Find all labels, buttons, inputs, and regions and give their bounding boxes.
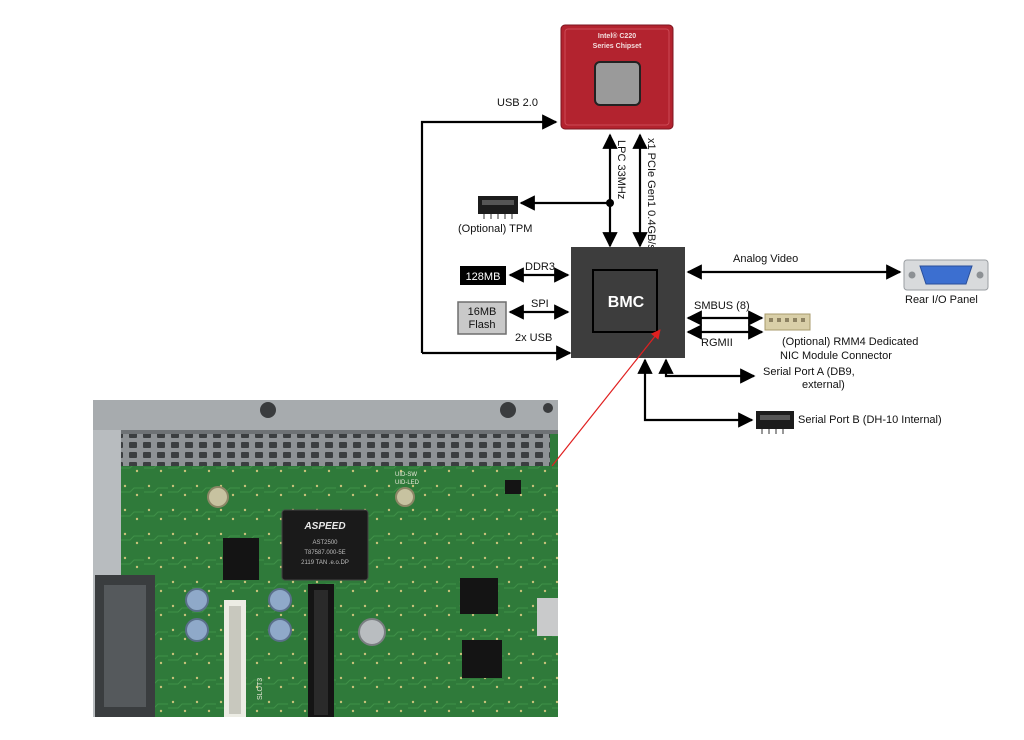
- serial-a-label-line2: external): [802, 379, 845, 391]
- serial-a-link: [658, 358, 756, 384]
- flash-label-line1: 16MB: [468, 306, 497, 318]
- chipset-die: [594, 61, 641, 106]
- usb20-label: USB 2.0: [497, 97, 538, 109]
- analog-video-label: Analog Video: [733, 253, 798, 265]
- tpm-label: (Optional) TPM: [458, 223, 532, 235]
- chip-marking-1: AST2500: [312, 540, 338, 546]
- flash-label-line2: Flash: [469, 319, 496, 331]
- ram-label: 128MB: [466, 271, 501, 283]
- rear-io-label: Rear I/O Panel: [905, 294, 978, 306]
- rmm4-label-line1: (Optional) RMM4 Dedicated: [782, 336, 918, 348]
- chipset-label-line1: Intel® C220: [598, 32, 636, 40]
- bmc-label: BMC: [608, 294, 645, 311]
- smbus-label: SMBUS (8): [694, 300, 750, 312]
- usb20-link: [420, 114, 558, 353]
- rgmii-label: RGMII: [701, 337, 733, 349]
- serial-b-label: Serial Port B (DH-10 Internal): [798, 414, 942, 426]
- chip-marking-2: T87587.000-5E: [304, 550, 345, 556]
- pointer-line: [551, 329, 661, 467]
- aspeed-logo: ASPEED: [303, 521, 345, 532]
- capacitors: [185, 588, 386, 646]
- chipset-label-line2: Series Chipset: [593, 43, 642, 50]
- serial-b-connector: [756, 411, 794, 434]
- chip-marking-3: 2119 TAN .e.o.DP: [301, 560, 349, 566]
- ddr3-label: DDR3: [525, 261, 555, 273]
- pcie-label: x1 PCIe Gen1 0.4GB/s: [645, 138, 657, 250]
- ram-chip: 128MB: [460, 266, 506, 285]
- silk-uid-led: UID-LED: [395, 480, 420, 486]
- motherboard-photo: ASPEED AST2500 T87587.000-5E 2119 TAN .e…: [93, 400, 558, 717]
- chipset-block: Intel® C220 Series Chipset: [560, 24, 674, 130]
- vga-connector: [903, 259, 989, 291]
- spi-label: SPI: [531, 298, 549, 310]
- silk-slot: SLOT3: [257, 678, 264, 700]
- rmm4-label-line2: NIC Module Connector: [780, 350, 892, 362]
- usb2x-label: 2x USB: [515, 332, 552, 344]
- flash-chip: 16MB Flash: [457, 301, 507, 335]
- lpc-label: LPC 33MHz: [615, 140, 627, 199]
- aspeed-chip: [281, 509, 369, 581]
- serial-a-label-line1: Serial Port A (DB9,: [763, 366, 855, 378]
- serial-b-link: [637, 358, 754, 428]
- rmm4-connector: [764, 313, 811, 331]
- tpm-connector: [478, 196, 518, 219]
- silk-uid-sw: UID-SW: [395, 472, 417, 478]
- bmc-block: BMC: [571, 247, 685, 358]
